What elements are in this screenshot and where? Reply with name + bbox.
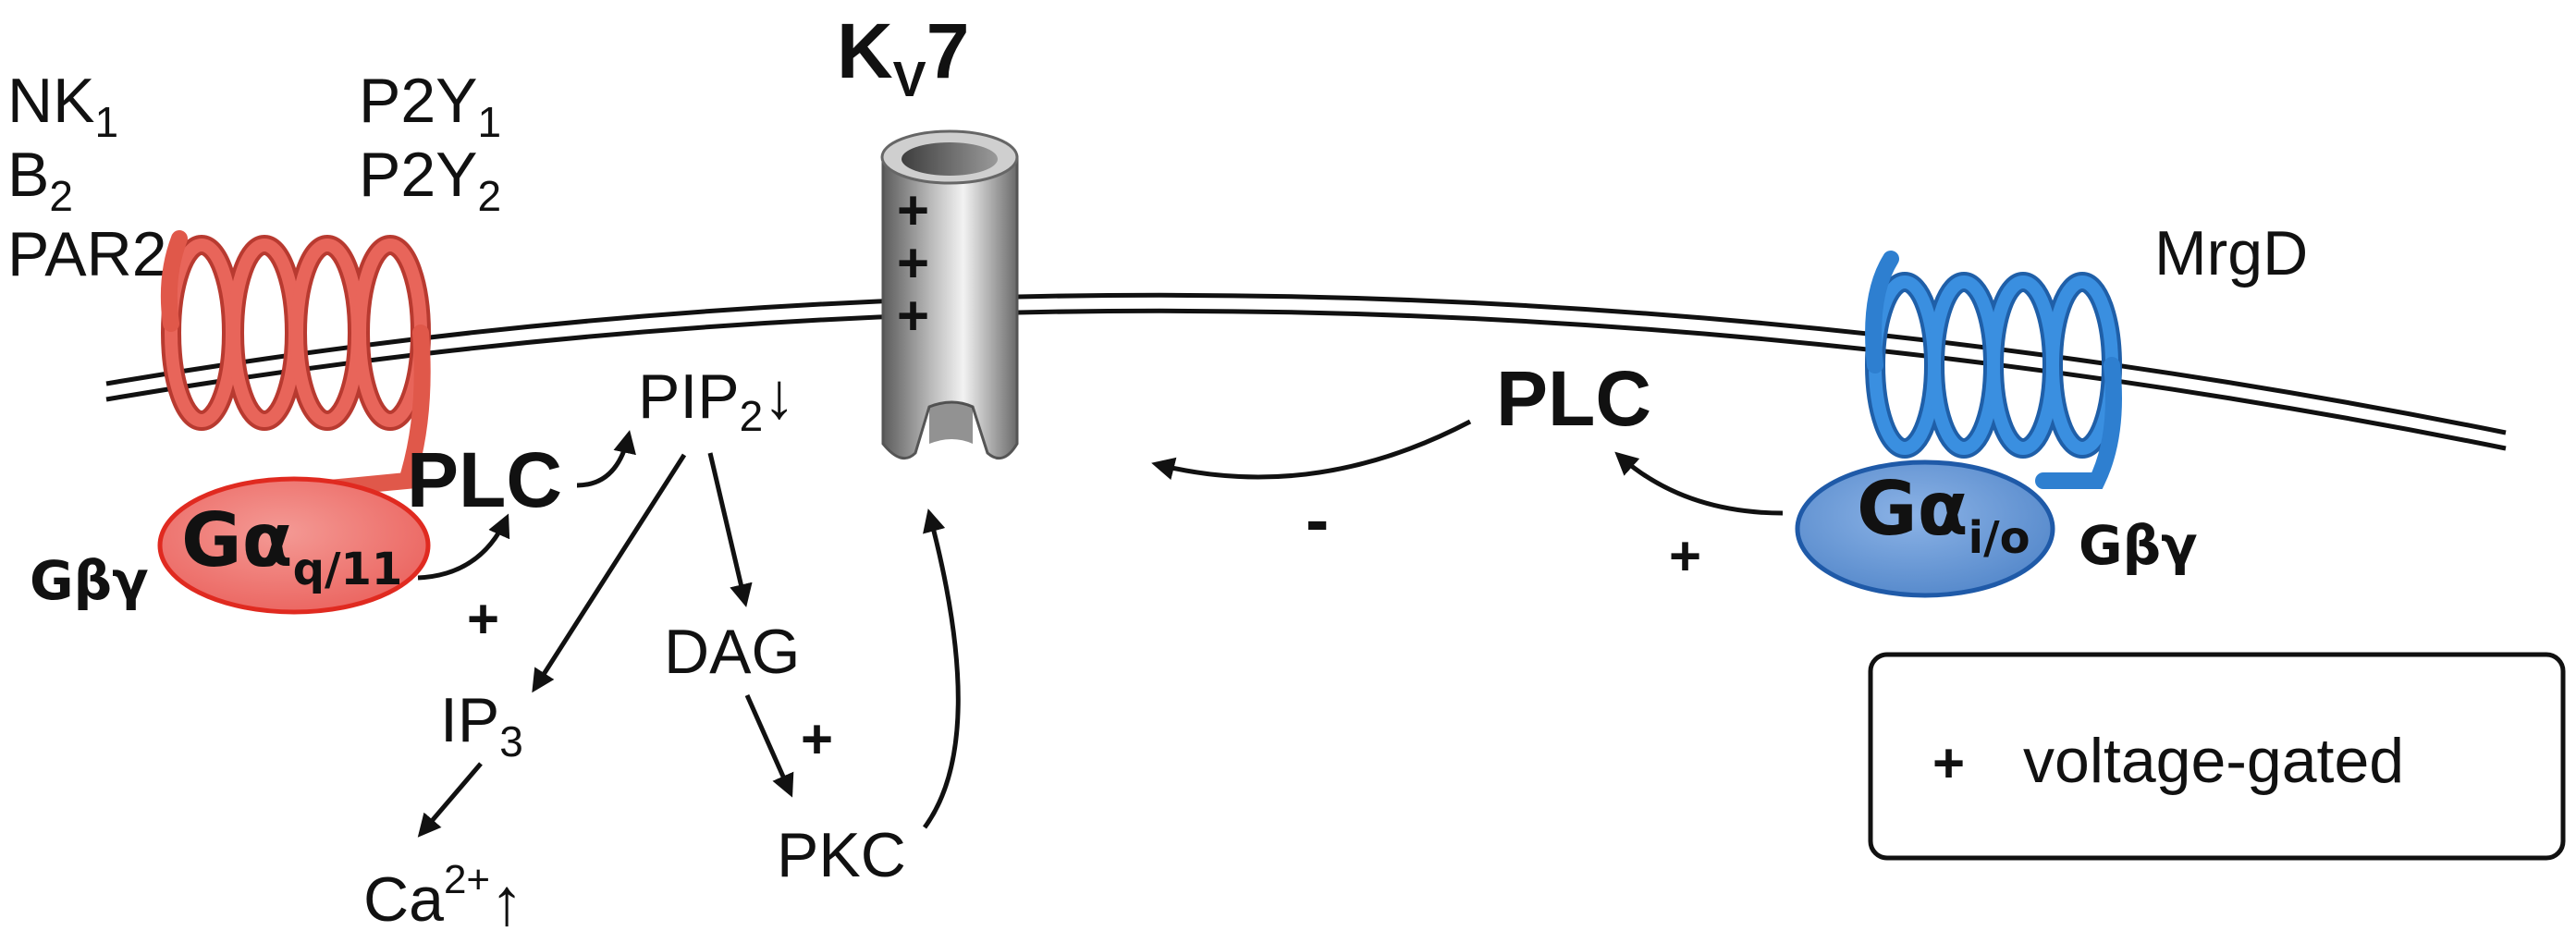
kv7-channel: + + + [880, 129, 1019, 460]
arrow-galpha-io-to-plc [1614, 451, 1784, 516]
left-gpcr-receptor [160, 230, 431, 508]
arrow-plc-to-kv7 [1151, 419, 1472, 481]
plc-right-label: PLC [1496, 355, 1651, 442]
right-g-protein: Gαi/o [1795, 459, 2055, 598]
dag-label: DAG [664, 617, 800, 687]
pkc-label: PKC [777, 820, 906, 890]
receptor-nk1: NK1 [7, 66, 118, 146]
receptor-b2: B2 [7, 140, 73, 220]
receptor-par2: PAR2 [7, 219, 167, 289]
receptor-p2y2: P2Y2 [359, 140, 501, 220]
legend-label: voltage-gated [2023, 726, 2404, 796]
plus-left-gprotein: + [467, 588, 499, 650]
kv7-label: KV7 [837, 7, 969, 107]
g-beta-gamma-left: Gβγ [30, 549, 149, 612]
arrow-plc-to-pip2 [576, 430, 636, 488]
calcium-label: Ca2+↑ [363, 857, 523, 939]
g-alpha-io-label: Gαi/o [1857, 466, 2030, 564]
arrow-galpha-to-plc [417, 513, 510, 581]
receptor-mrgd: MrgD [2154, 218, 2308, 288]
voltage-charge-icon-3: + [897, 285, 929, 347]
arrow-dag-to-pkc [744, 693, 794, 798]
minus-inhibition: - [1306, 481, 1329, 559]
arrow-pip2-to-dag [707, 452, 753, 607]
voltage-charge-icon-1: + [897, 179, 929, 241]
right-gpcr-receptor [1865, 251, 2122, 489]
left-g-protein: Gαq/11 [157, 476, 431, 615]
arrow-ip3-to-ca [417, 762, 483, 838]
plus-right-gprotein: + [1669, 525, 1701, 587]
ip3-label: IP3 [440, 685, 523, 765]
receptor-p2y1: P2Y1 [359, 66, 501, 146]
arrow-pkc-to-kv7 [922, 508, 961, 829]
legend: + voltage-gated [1868, 652, 2566, 861]
arrow-pip2-to-ip3 [532, 453, 687, 693]
legend-charge-icon: + [1932, 732, 1965, 794]
membrane-inner [105, 308, 2507, 451]
plus-dag-pkc: + [801, 708, 833, 770]
membrane-outer [105, 292, 2507, 435]
voltage-charge-icon-2: + [897, 232, 929, 294]
plc-left-label: PLC [407, 436, 562, 523]
pip2-label: PIP2↓ [638, 360, 795, 440]
g-alpha-q11-label: Gαq/11 [181, 497, 402, 595]
g-beta-gamma-right: Gβγ [2079, 514, 2198, 577]
